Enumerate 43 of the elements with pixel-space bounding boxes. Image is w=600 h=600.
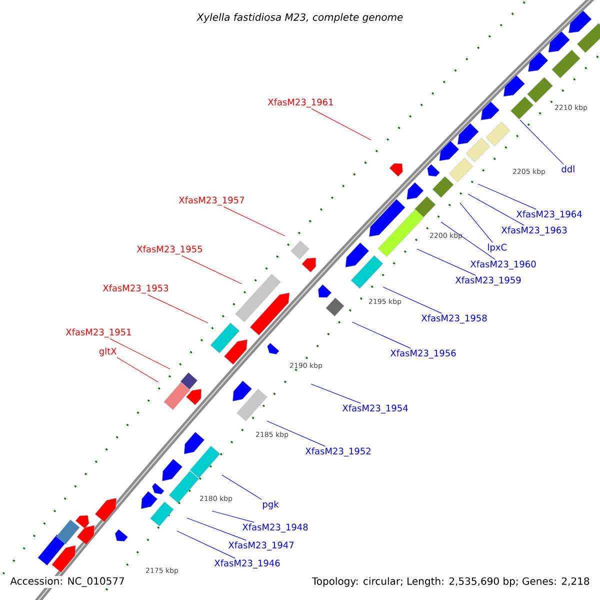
gene-label: XfasM23_1964 — [516, 210, 582, 220]
leader-line — [311, 108, 372, 140]
leader-line — [212, 510, 254, 523]
leader-line — [352, 322, 411, 349]
leader-line — [223, 206, 286, 236]
leader-line — [176, 530, 236, 559]
gene-label: XfasM23_1959 — [455, 276, 521, 286]
gene-label: XfasM23_1952 — [305, 448, 370, 456]
leader-line — [186, 518, 247, 541]
gene-label: XfasM23_1960 — [470, 260, 536, 270]
leader-line — [266, 420, 326, 447]
leader-line — [110, 338, 170, 370]
accession-text: Accession: NC_010577 — [9, 576, 126, 588]
leader-line — [478, 184, 537, 210]
leader-line — [468, 194, 524, 226]
leader-line — [460, 202, 493, 243]
gene-label: XfasM23_1947 — [228, 542, 294, 550]
gene-label: XfasM23_1946 — [214, 560, 280, 568]
leader-line — [310, 384, 361, 404]
leader-line — [416, 248, 476, 276]
gene-label: XfasM23_1953 — [102, 284, 168, 294]
gene-label: XfasM23_1957 — [178, 196, 244, 206]
leader-line — [148, 294, 208, 324]
gene-label: XfasM23_1963 — [501, 226, 567, 236]
leader-line — [222, 474, 262, 500]
gene-label: ddl — [562, 166, 574, 172]
gene-label: XfasM23_1958 — [421, 314, 487, 324]
gene-label: XfasM23_1955 — [136, 246, 202, 254]
leader-line — [520, 120, 564, 165]
leader-line — [382, 286, 442, 314]
gene-label: XfasM23_1956 — [390, 350, 456, 358]
leader-line — [440, 222, 496, 260]
gene-label: lpxC — [488, 244, 507, 252]
leader-line — [182, 255, 242, 284]
title: Xylella fastidiosa M23, complete genome — [196, 13, 403, 23]
gene-label: gltX — [99, 348, 117, 356]
gene-label: XfasM23_1948 — [242, 524, 308, 532]
gene-label: XfasM23_1954 — [342, 404, 408, 414]
gene-label: pgk — [263, 500, 279, 510]
genome-info-text: Topology: circular; Length: 2,535,690 bp; Genes: 2,218 — [310, 576, 591, 588]
gene-label: XfasM23_1951 — [66, 328, 131, 338]
gene-label: XfasM23_1961 — [268, 98, 333, 108]
leader-line — [116, 357, 158, 382]
